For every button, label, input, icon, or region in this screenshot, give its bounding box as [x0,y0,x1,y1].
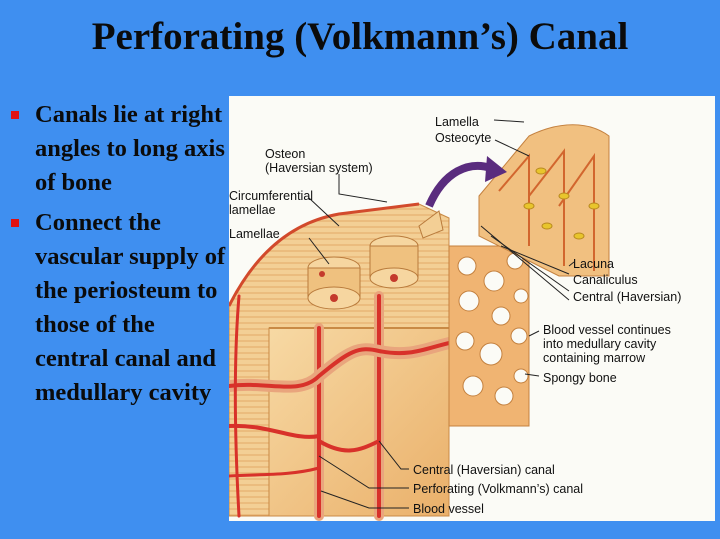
bullet-list: Canals lie at right angles to long axis … [8,98,226,416]
magnify-arrow-icon [425,161,493,208]
vessels [229,291,465,521]
osteon-cylinders [307,235,419,310]
label-osteocyte: Osteocyte [435,131,491,145]
magnified-osteon [478,124,610,277]
bullet-item: Connect the vascular supply of the perio… [8,206,226,410]
label-circumferential-sub: lamellae [229,203,276,217]
spongy-bone [448,245,530,427]
slide-title: Perforating (Volkmann’s) Canal [91,15,629,58]
label-osteon-sub: (Haversian system) [265,161,373,175]
zoom-wedge [418,210,444,239]
label-blood-vessel: Blood vessel [413,502,484,516]
label-lacuna: Lacuna [573,257,614,271]
bone-illustration: Osteon (Haversian system) Circumferentia… [229,115,681,521]
bullet-square-icon [11,219,19,227]
label-blood-vessel-continues: Blood vessel continues [543,323,671,337]
label-spongy-bone: Spongy bone [543,371,617,385]
label-osteon: Osteon [265,147,305,161]
label-perforating-canal: Perforating (Volkmann’s) canal [413,482,583,496]
label-containing-marrow: containing marrow [543,351,646,365]
label-lamella: Lamella [435,115,479,129]
label-central-canal: Central (Haversian) canal [413,463,555,477]
label-circumferential: Circumferential [229,189,313,203]
label-central-haversian: Central (Haversian) [573,290,681,304]
bullet-square-icon [11,111,19,119]
label-canaliculus: Canaliculus [573,273,638,287]
bone-diagram: Osteon (Haversian system) Circumferentia… [229,96,715,521]
bullet-text: Canals lie at right angles to long axis … [35,101,225,196]
label-lamellae: Lamellae [229,227,280,241]
label-into-medullary: into medullary cavity [543,337,657,351]
bullet-item: Canals lie at right angles to long axis … [8,98,226,200]
arrow-head-icon [485,156,507,182]
bullet-text: Connect the vascular supply of the perio… [35,209,226,406]
leader-lines [308,119,575,509]
